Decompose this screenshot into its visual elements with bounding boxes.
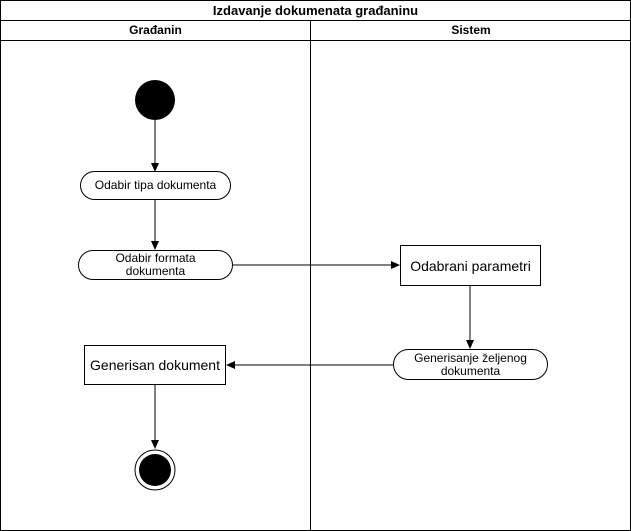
- activity-odabir-formata: Odabir formata dokumenta: [78, 250, 233, 280]
- diagram-title: Izdavanje dokumenata građaninu: [212, 2, 419, 18]
- activity-odabir-tipa: Odabir tipa dokumenta: [80, 171, 231, 200]
- lane-header-sistem: Sistem: [451, 23, 491, 37]
- lane-header-gradjanin: Građanin: [129, 23, 182, 37]
- activity-odabrani-parametri: Odabrani parametri: [400, 245, 541, 286]
- start-node: [135, 80, 175, 120]
- activity-generisanje: Generisanje željenog dokumenta: [393, 349, 548, 380]
- end-node-inner: [139, 454, 171, 486]
- activity-generisan-dokument: Generisan dokument: [84, 345, 226, 385]
